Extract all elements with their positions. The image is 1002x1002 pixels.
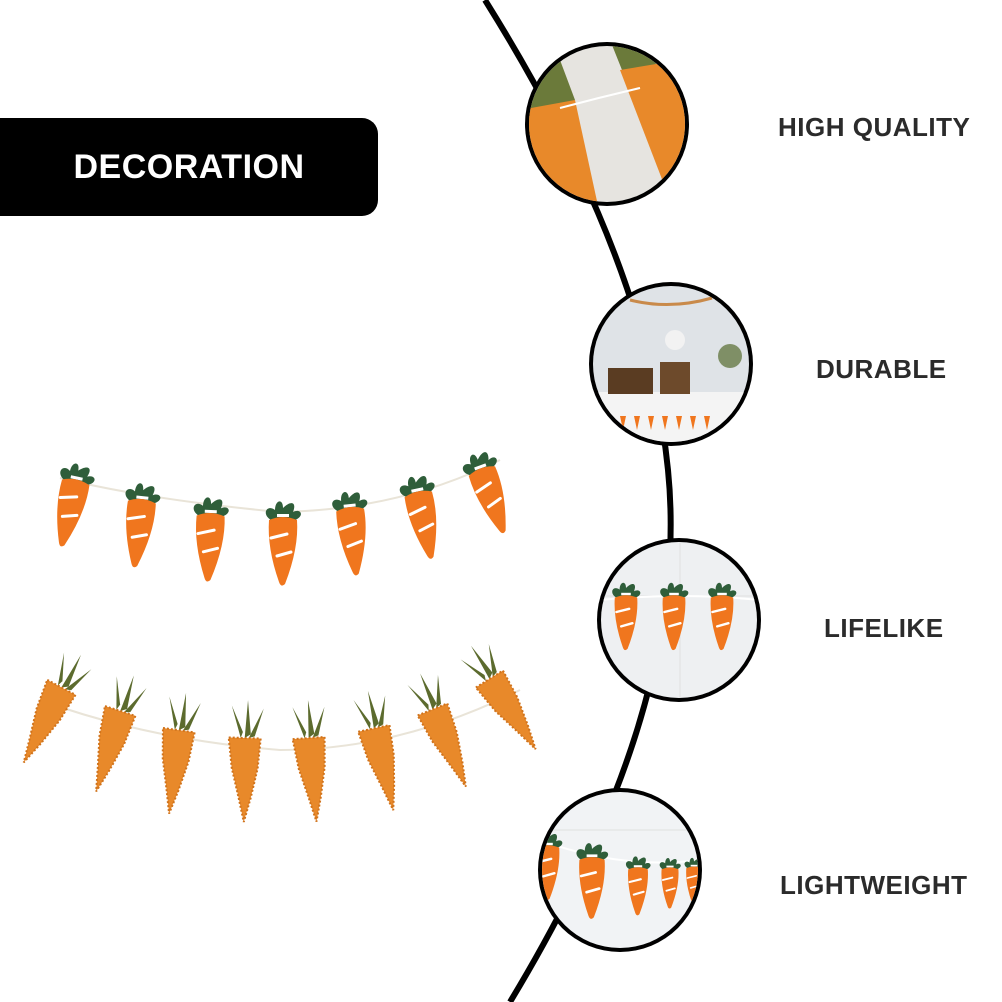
photo-party-table-scene (589, 282, 753, 446)
photo-carrot-garland-hanging (538, 788, 702, 952)
decoration-label: DECORATION (0, 118, 378, 216)
decoration-title: DECORATION (73, 147, 305, 186)
feature-label-high-quality: HIGH QUALITY (778, 112, 971, 142)
garland-felt-carrots (6, 636, 551, 824)
photo-felt-carrot-closeup (525, 42, 689, 206)
garland-orange-carrots (43, 445, 523, 588)
feature-label-durable: DURABLE (816, 354, 947, 384)
feature-label-lightweight: LIGHTWEIGHT (780, 870, 968, 900)
feature-label-lifelike: LIFELIKE (824, 613, 944, 643)
photo-carrot-banner-on-wall (597, 538, 761, 702)
